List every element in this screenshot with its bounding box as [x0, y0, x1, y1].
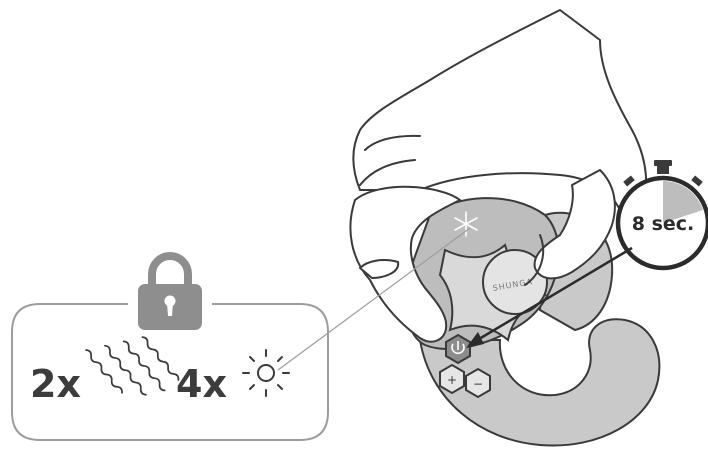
lock-panel: 2x 4x — [12, 256, 328, 440]
light-count-label: 4x — [176, 362, 227, 406]
light-blink-icon — [243, 350, 289, 396]
minus-label: − — [473, 377, 483, 391]
plus-label: + — [447, 373, 457, 387]
vibration-count-label: 2x — [30, 362, 81, 406]
timer-label: 8 sec. — [632, 213, 695, 235]
vibration-waves-icon — [84, 336, 179, 396]
padlock-icon — [138, 256, 202, 330]
